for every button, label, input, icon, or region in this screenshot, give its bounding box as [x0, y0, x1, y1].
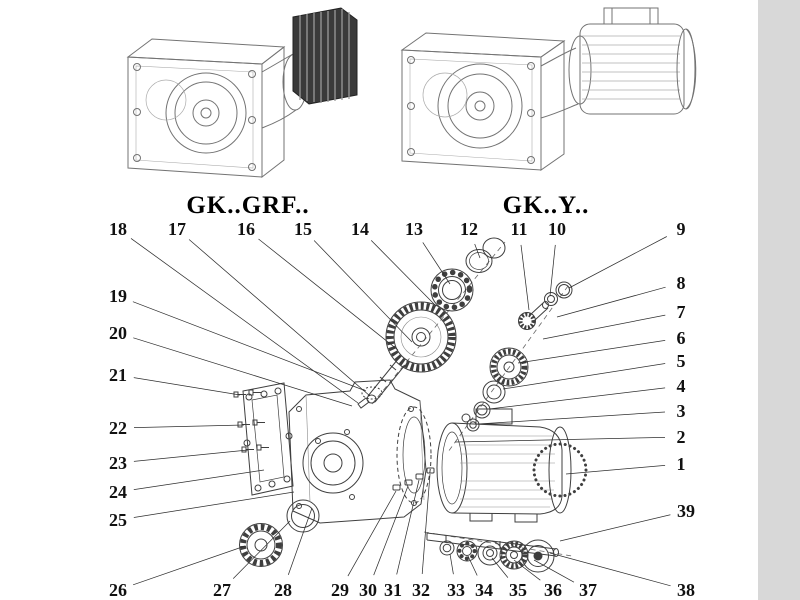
callout-number-7: 7 — [676, 302, 686, 322]
callout-number-36: 36 — [544, 580, 562, 600]
callout-number-13: 13 — [405, 219, 423, 239]
gearbox-y-illustration — [400, 7, 697, 171]
callout-number-39: 39 — [677, 501, 695, 521]
callout-number-34: 34 — [475, 580, 493, 600]
callout-number-16: 16 — [237, 219, 255, 239]
model-label-y: GK..Y.. — [502, 192, 590, 219]
output-shaft — [357, 358, 406, 409]
gearbox-grf-fin-block — [292, 7, 358, 105]
callout-number-14: 14 — [351, 219, 369, 239]
callout-number-15: 15 — [294, 219, 312, 239]
callout-number-32: 32 — [412, 580, 430, 600]
callout-number-35: 35 — [509, 580, 527, 600]
callout-number-5: 5 — [676, 351, 686, 371]
shaft-bearing — [456, 540, 478, 562]
callout-number-3: 3 — [676, 401, 686, 421]
callout-number-8: 8 — [676, 273, 686, 293]
callout-number-1: 1 — [676, 454, 686, 474]
callout-number-24: 24 — [109, 482, 127, 502]
callout-number-28: 28 — [274, 580, 292, 600]
motor-illustration — [579, 7, 697, 115]
callout-number-9: 9 — [676, 219, 686, 239]
callout-number-25: 25 — [109, 510, 127, 530]
gearbox-grf-illustration — [126, 38, 308, 179]
callout-number-31: 31 — [384, 580, 402, 600]
model-label-grf: GK..GRF.. — [186, 192, 310, 219]
ball-bearing-large — [430, 268, 474, 312]
callout-number-2: 2 — [676, 427, 686, 447]
callout-number-27: 27 — [213, 580, 231, 600]
callout-number-12: 12 — [460, 219, 478, 239]
callout-number-18: 18 — [109, 219, 127, 239]
callout-number-23: 23 — [109, 453, 127, 473]
callout-number-19: 19 — [109, 286, 127, 306]
shaft-washer — [439, 540, 455, 556]
callout-number-26: 26 — [109, 580, 127, 600]
callout-number-29: 29 — [331, 580, 349, 600]
page-margin — [758, 0, 800, 600]
callout-number-20: 20 — [109, 323, 127, 343]
callout-number-21: 21 — [109, 365, 127, 385]
callout-number-6: 6 — [676, 328, 686, 348]
callout-number-33: 33 — [447, 580, 465, 600]
callout-number-22: 22 — [109, 418, 127, 438]
callout-number-11: 11 — [510, 219, 528, 239]
callout-number-30: 30 — [359, 580, 377, 600]
callout-number-37: 37 — [579, 580, 597, 600]
callout-number-4: 4 — [676, 376, 686, 396]
callout-number-38: 38 — [677, 580, 695, 600]
callout-number-10: 10 — [548, 219, 566, 239]
callout-number-17: 17 — [168, 219, 186, 239]
